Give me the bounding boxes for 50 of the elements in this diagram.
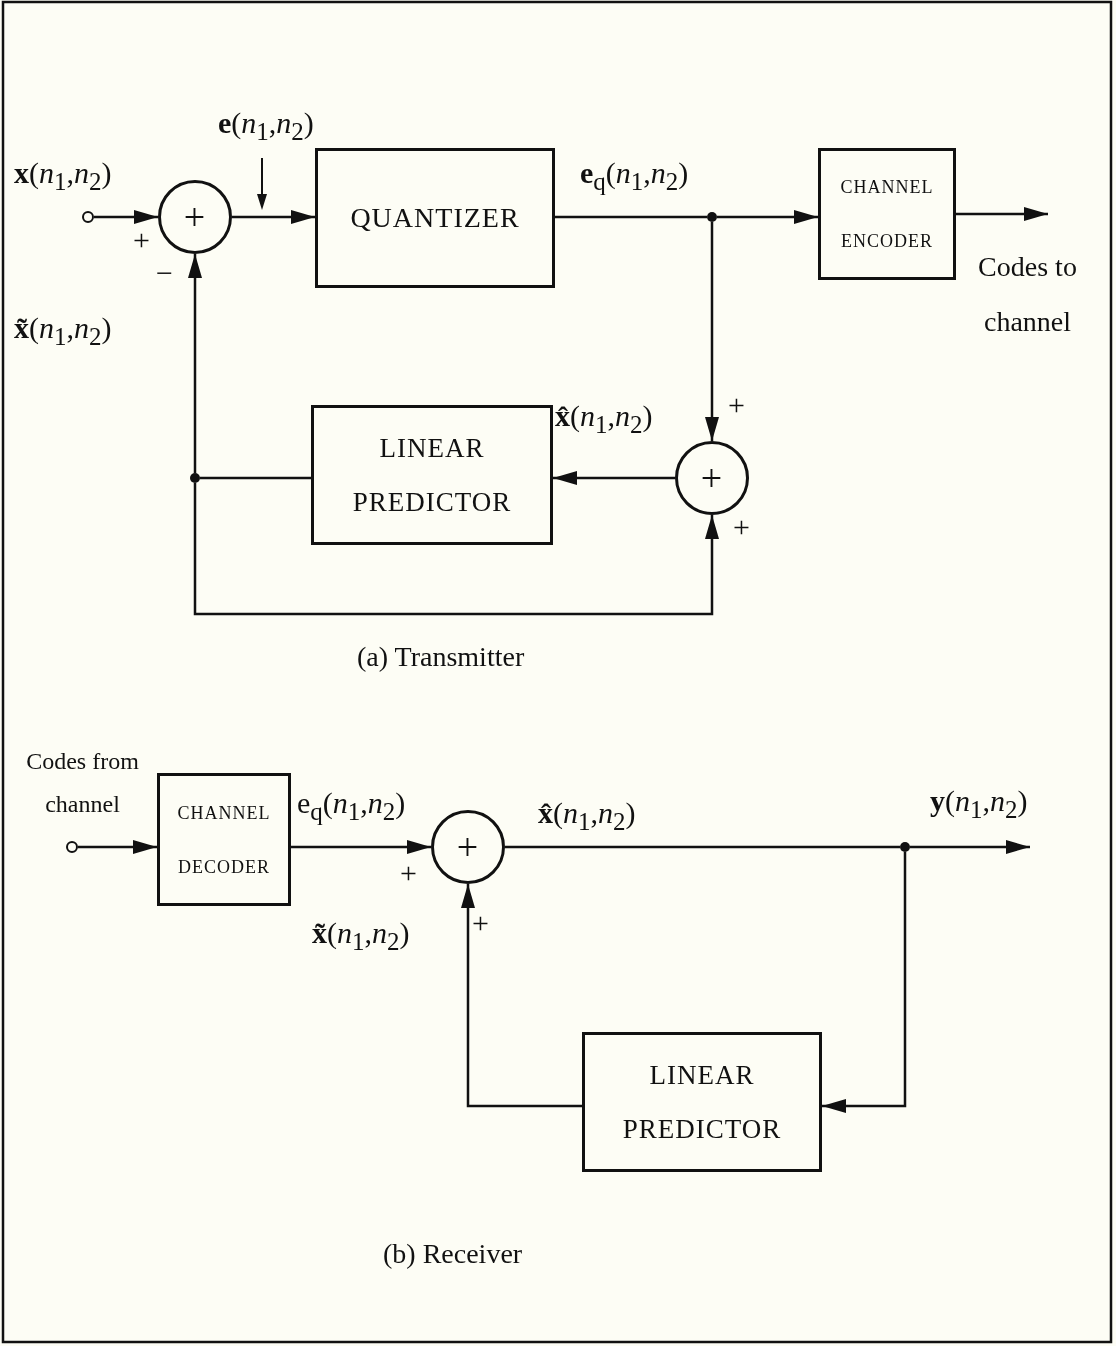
signal-arrow [910,840,1030,854]
block-label: LINEAR PREDICTOR [351,432,513,519]
plus-sign: + [183,198,207,236]
signal-arrow [78,840,157,854]
sign-label: + [733,512,750,542]
process-box [315,148,555,288]
input-terminal [82,211,94,223]
sign-label: + [472,908,489,938]
junction-dot [707,212,717,222]
sign-label: + [728,390,745,420]
signal-arrow [232,210,315,224]
block-label: QUANTIZER [349,201,521,235]
signal-label: x̂(n$_{1}$,n$_{2}$) [555,398,653,440]
figure-caption: (a) Transmitter [357,640,525,674]
process-box [311,405,553,545]
plus-sign: + [700,459,724,497]
signal-arrow [822,852,907,1113]
signal-arrow [956,207,1048,221]
junction-dot [900,842,910,852]
process-box [157,773,291,906]
block-label: LINEAR PREDICTOR [621,1059,783,1146]
signal-arrow [188,254,202,473]
signal-arrow [553,471,675,485]
plus-sign: + [456,828,480,866]
figure-caption: (b) Receiver [383,1237,523,1271]
signal-label: y(n$_{1}$,n$_{2}$) [930,783,1028,825]
sign-label: + [400,858,417,888]
signal-label: x̃(n$_{1}$,n$_{2}$) [312,915,410,957]
signal-arrow [705,222,719,441]
signal-label: e$_{q}$(n$_{1}$,n$_{2}$) [580,155,689,197]
note-text: Codes to channel [977,250,1078,339]
signal-label: e$_{q}$(n$_{1}$,n$_{2}$) [297,785,406,827]
block-label: CHANNEL ENCODER [839,176,935,253]
signal-label: x(n$_{1}$,n$_{2}$) [14,155,112,197]
process-box [582,1032,822,1172]
signal-label: e(n$_{1}$,n$_{2}$) [218,105,314,147]
note-text: Codes from channel [25,747,140,820]
input-terminal [66,841,78,853]
signal-arrow [717,210,818,224]
signal-arrow [291,840,431,854]
process-box [818,148,956,280]
signal-arrow [94,210,158,224]
sign-label: − [156,258,173,288]
sign-label: + [133,225,150,255]
signal-arrow [461,884,582,1108]
junction-dot [190,473,200,483]
signal-label: x̃(n$_{1}$,n$_{2}$) [14,310,112,352]
signal-label: x̂(n$_{1}$,n$_{2}$) [538,795,636,837]
signal-arrow [193,483,719,616]
block-label: CHANNEL DECODER [176,801,272,879]
